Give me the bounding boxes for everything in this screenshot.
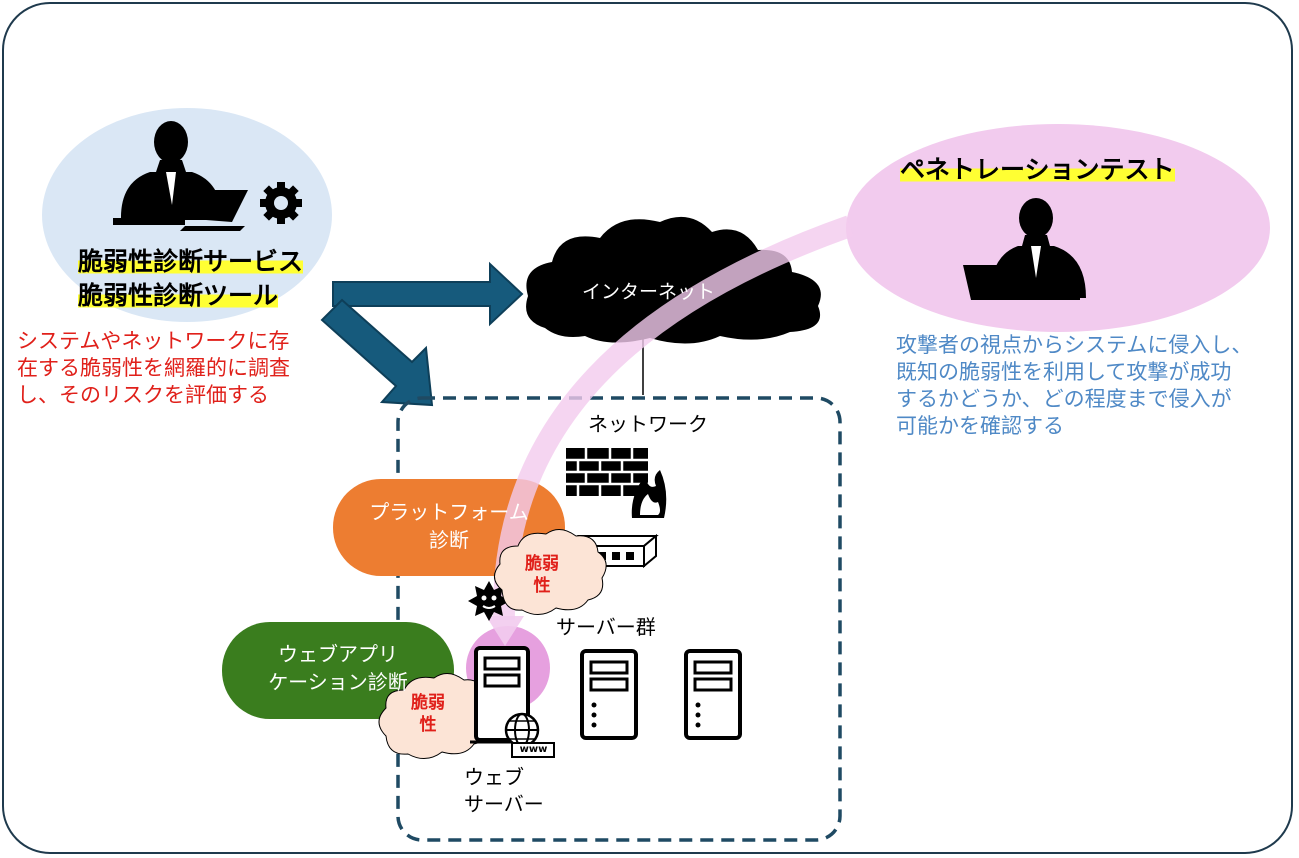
vuln-label-webapp: 脆弱 性 — [400, 692, 456, 736]
vuln-label-line: 脆弱 — [525, 554, 559, 574]
arrow-to-internet — [332, 261, 524, 327]
platform-label-line: プラットフォーム — [369, 500, 529, 524]
tool-description: システムやネットワークに存 在する脆弱性を網羅的に調査 し、そのリスクを評価する — [17, 328, 290, 409]
firewall-icon — [566, 448, 667, 518]
globe-icon — [504, 712, 555, 758]
tool-desc-line: し、そのリスクを評価する — [17, 383, 269, 407]
tool-desc-line: システムやネットワークに存 — [17, 329, 290, 353]
gear-icon — [260, 182, 302, 224]
tool-desc-line: 在する脆弱性を網羅的に調査 — [17, 356, 290, 380]
web-server-label: ウェブ サーバー — [464, 764, 544, 818]
vuln-label-line: 性 — [533, 576, 551, 596]
pentest-desc-line: するかどうか、どの程度まで侵入が — [896, 387, 1232, 411]
webapp-label-line: ウェブアプリ — [278, 642, 398, 666]
vuln-label-line: 性 — [419, 715, 437, 735]
vuln-label-line: 脆弱 — [411, 693, 445, 713]
server-icon — [580, 649, 638, 740]
server-icon — [684, 649, 742, 740]
pentest-description: 攻撃者の視点からシステムに侵入し、 既知の脆弱性を利用して攻撃が成功 するかどう… — [896, 332, 1252, 440]
tool-title-line2: 脆弱性診断ツール — [78, 276, 279, 312]
platform-label-line: 診断 — [429, 528, 469, 552]
pentest-desc-line: 攻撃者の視点からシステムに侵入し、 — [896, 333, 1253, 357]
platform-diagnosis-label: プラットフォーム 診断 — [333, 498, 565, 554]
tool-title-line1: 脆弱性診断サービス — [78, 242, 304, 278]
vuln-label-platform: 脆弱 性 — [514, 553, 570, 597]
network-label: ネットワーク — [588, 412, 708, 436]
pentest-desc-line: 既知の脆弱性を利用して攻撃が成功 — [896, 360, 1232, 384]
webapp-diagnosis-label: ウェブアプリ ケーション診断 — [222, 640, 454, 696]
internet-cloud — [526, 216, 821, 344]
arrow-to-network — [320, 298, 434, 407]
analyst-person-icon — [113, 121, 248, 231]
server-group-label: サーバー群 — [556, 615, 656, 639]
web-server-label-line: サーバー — [464, 792, 544, 816]
tester-person-icon — [963, 198, 1086, 300]
internet-label: インターネット — [582, 281, 716, 303]
virus-icon — [468, 581, 510, 621]
webapp-label-line: ケーション診断 — [268, 670, 408, 694]
pentest-path — [492, 215, 854, 621]
www-label: www — [519, 744, 548, 755]
network-boundary — [396, 396, 842, 842]
vuln-cloud-platform — [494, 529, 607, 615]
pentest-desc-line: 可能かを確認する — [896, 414, 1064, 438]
web-server-label-line: ウェブ — [464, 765, 524, 789]
pentest-title: ペネトレーションテスト — [900, 150, 1175, 186]
pentest-arrowhead — [486, 616, 524, 646]
